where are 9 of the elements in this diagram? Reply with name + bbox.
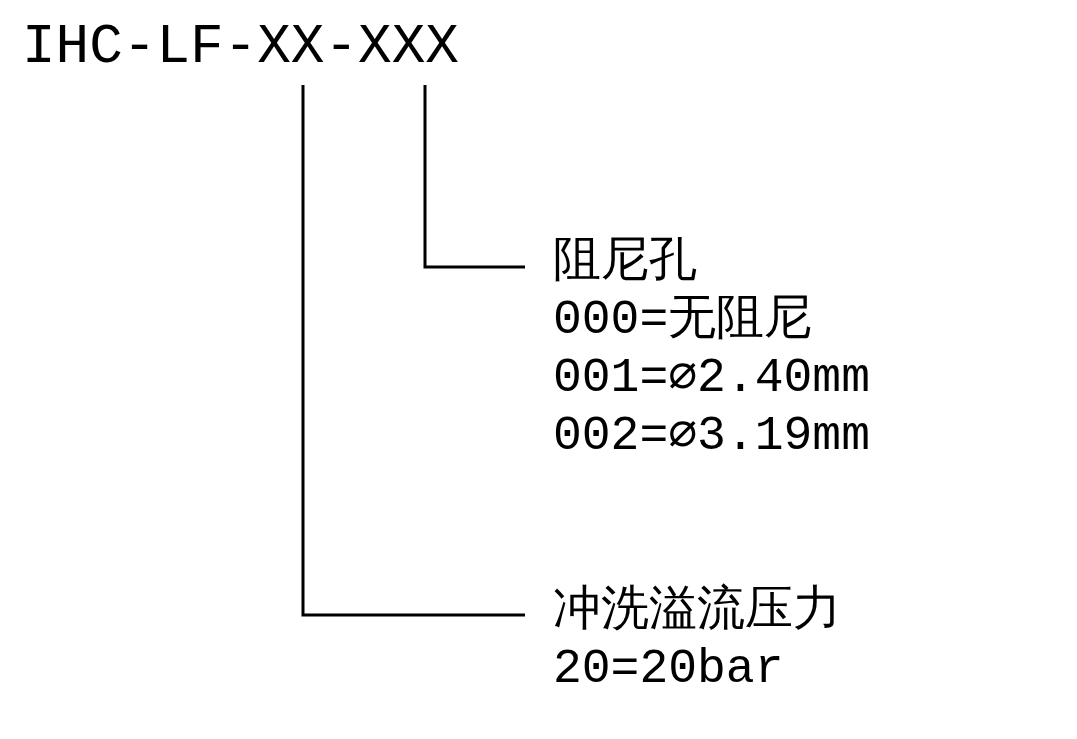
- option-heading: 冲洗溢流压力: [553, 582, 841, 640]
- option-text: 001=∅2.40mm: [553, 350, 870, 407]
- option-text: 000=无阻尼: [553, 292, 814, 349]
- option-text: 20=20bar: [553, 641, 785, 698]
- leader-line: [423, 85, 525, 269]
- leader-line: [301, 85, 525, 617]
- model-code: IHC-LF-XX-XXX: [22, 14, 459, 81]
- option-heading: 阻尼孔: [553, 234, 698, 291]
- option-text: 002=∅3.19mm: [553, 408, 870, 465]
